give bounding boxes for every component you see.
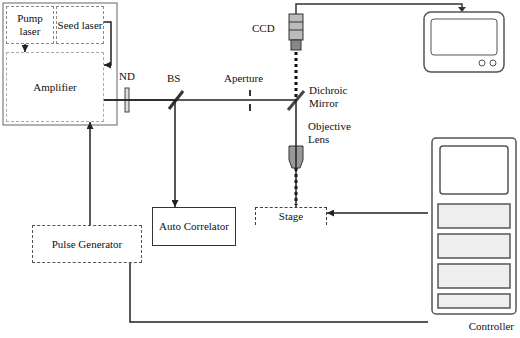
- imaging-beam: [295, 52, 298, 100]
- computer-drawer: [438, 264, 510, 288]
- connector: [104, 100, 296, 207]
- computer-drawer: [438, 294, 510, 308]
- controller-node: Controller: [428, 120, 516, 334]
- connector: [104, 22, 111, 65]
- part-label: ND: [119, 70, 135, 83]
- ccd-camera-symbol: [289, 30, 303, 31]
- instrument-box: Auto Correlator: [152, 207, 236, 246]
- part-label: BS: [167, 72, 180, 85]
- computer-drawer: [438, 234, 510, 258]
- aperture-symbol: [249, 104, 251, 111]
- laser-box: Pump laser: [6, 6, 54, 44]
- connector: [130, 263, 428, 322]
- node-text: Pump laser: [7, 12, 53, 37]
- node-text: Auto Correlator: [159, 220, 229, 233]
- aperture-symbol: [249, 90, 251, 96]
- part-label: Aperture: [224, 72, 263, 85]
- stage-bracket: Stage: [255, 207, 327, 225]
- connector: [89, 122, 91, 225]
- ccd-camera-symbol: [289, 22, 303, 23]
- computer-drawer: [438, 204, 510, 228]
- node-text: Controller: [469, 320, 514, 333]
- node-text: Seed laser: [58, 19, 103, 32]
- connector: [24, 44, 26, 52]
- laser-housing: [3, 3, 117, 125]
- node-text: Stage: [279, 210, 303, 223]
- connector: [327, 212, 428, 214]
- part-label: CCD: [252, 22, 275, 35]
- monitor-screen: [431, 19, 497, 55]
- node-text: Pulse Generator: [52, 238, 123, 251]
- laser-box: Seed laser: [56, 6, 104, 44]
- part-label: Dichroic Mirror: [309, 84, 365, 109]
- controller-computer: [432, 138, 516, 314]
- ccd-camera-symbol: [291, 40, 301, 50]
- monitor-symbol: [424, 12, 504, 72]
- node-text: Amplifier: [33, 81, 76, 94]
- amplifier-box: Amplifier: [6, 52, 104, 122]
- part-label: Objective Lens: [308, 120, 364, 145]
- instrument-box: Pulse Generator: [32, 225, 142, 263]
- computer-screen: [440, 146, 508, 194]
- ccd-camera-symbol: [289, 14, 303, 40]
- monitor-knob: [479, 60, 485, 66]
- connector: [104, 100, 175, 207]
- monitor-knob: [490, 60, 496, 66]
